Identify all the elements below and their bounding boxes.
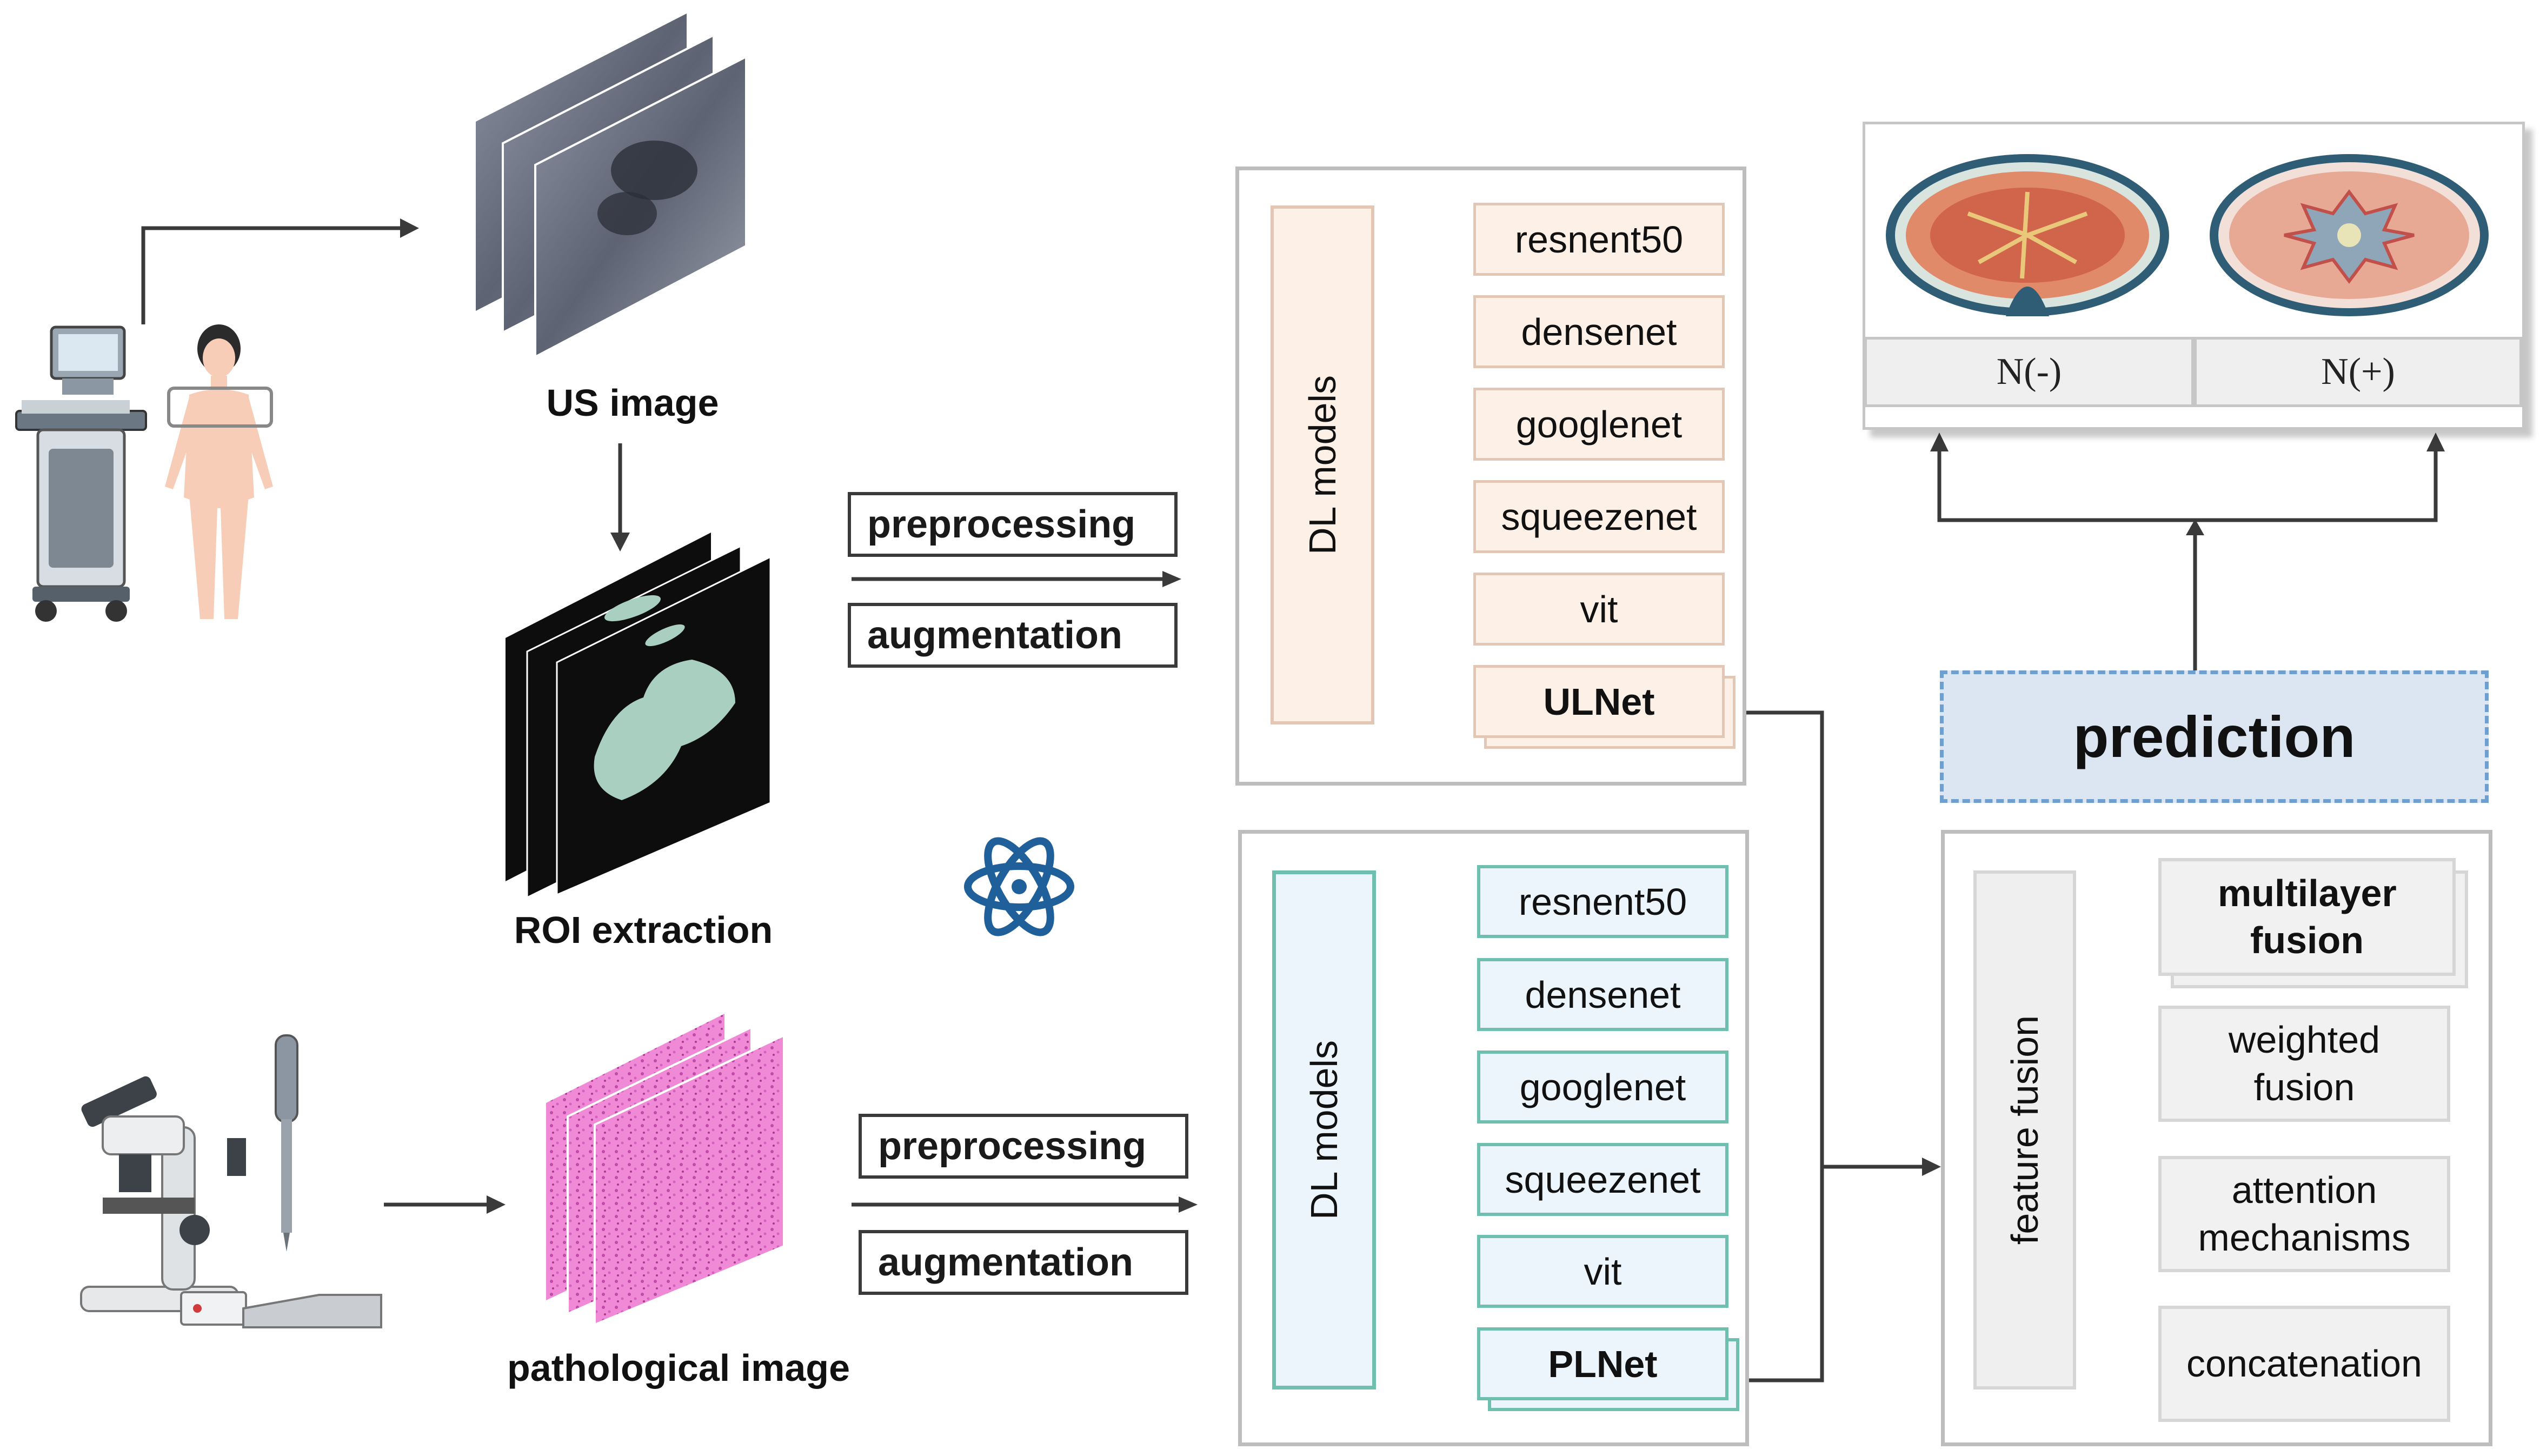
fusion-multilayer-label: multilayer fusion [2218,872,2397,962]
path-model-googlenet: googlenet [1477,1051,1728,1123]
us-image-stack [476,14,747,359]
microscope-icon [80,1076,246,1312]
us-model-squeezenet: squeezenet [1473,480,1725,553]
fusion-group-bar: feature fusion [1973,870,2076,1389]
outcome-negative-label: N(-) [1864,337,2194,407]
fusion-multilayer: multilayer fusion [2158,858,2456,976]
roi-image-stack [506,533,772,897]
path-models-group-bar: DL models [1272,870,1376,1389]
pathology-image-stack [546,1014,785,1325]
fusion-group-label: feature fusion [2004,1015,2046,1245]
fusion-weighted: weighted fusion [2158,1006,2450,1122]
us-model-resnent50: resnent50 [1473,203,1725,276]
path-model-densenet: densenet [1477,958,1728,1031]
path-model-plnet: PLNet [1477,1327,1728,1400]
arrow-ulnet-to-fusion [1744,710,1824,1382]
fusion-attention: attention mechanisms [2158,1156,2450,1272]
outcome-positive-label: N(+) [2194,337,2522,407]
lymph-node-positive-icon [2210,154,2489,316]
us-model-ulnet: ULNet [1473,665,1725,738]
fusion-concatenation-label: concatenation [2186,1342,2422,1385]
patient-body-icon [165,324,273,619]
preprocessing-box-top: preprocessing [848,492,1178,557]
prediction-box: prediction [1940,670,2489,803]
us-model-densenet: densenet [1473,295,1725,368]
fusion-attention-label: attention mechanisms [2198,1169,2411,1259]
us-models-group-bar: DL models [1271,205,1374,724]
pathological-image-label: pathological image [507,1347,850,1389]
path-model-vit: vit [1477,1235,1728,1308]
ultrasound-machine-icon [15,325,147,622]
arrow-machine-to-us [141,226,400,324]
us-image-label: US image [546,382,719,424]
path-model-squeezenet: squeezenet [1477,1143,1728,1216]
roi-extraction-label: ROI extraction [514,909,773,951]
augmentation-box-bottom: augmentation [859,1230,1188,1295]
fusion-weighted-label: weighted fusion [2228,1019,2381,1108]
us-model-vit: vit [1473,573,1725,646]
lymph-node-negative-icon [1886,154,2169,316]
path-models-group-label: DL models [1303,1040,1345,1220]
us-models-group-label: DL models [1301,375,1344,555]
preprocessing-box-bottom: preprocessing [859,1114,1188,1179]
atom-icon [964,837,1074,936]
biopsy-needle-icon [180,1034,382,1328]
path-model-resnent50: resnent50 [1477,865,1728,938]
fusion-concatenation: concatenation [2158,1306,2450,1422]
augmentation-box-top: augmentation [848,603,1178,668]
us-model-googlenet: googlenet [1473,388,1725,461]
